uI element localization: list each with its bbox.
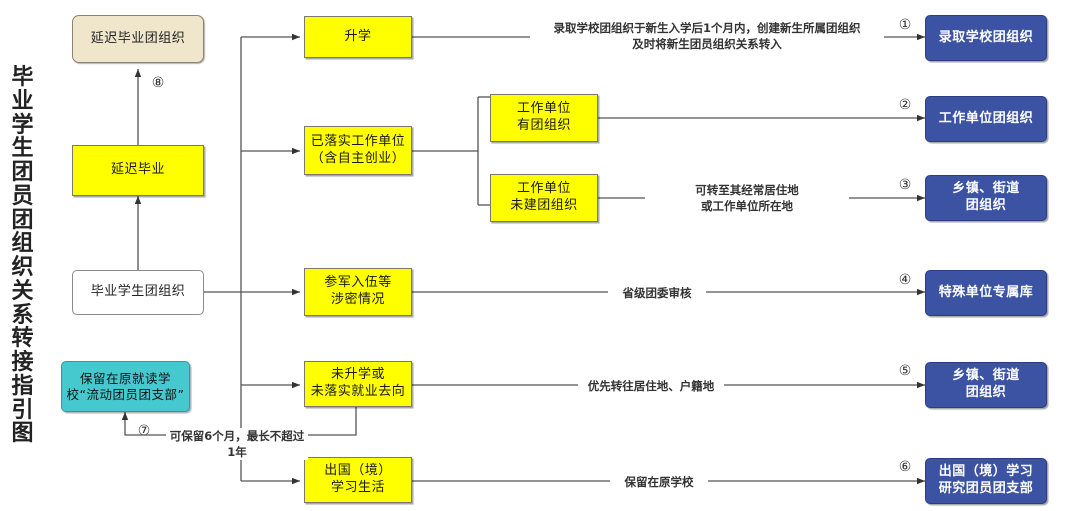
marker-8: ⑧ <box>151 75 165 91</box>
node-military-secret[interactable]: 参军入伍等 涉密情况 <box>304 268 412 316</box>
node-target-township-org-3[interactable]: 乡镇、街道 团组织 <box>925 175 1047 221</box>
node-retained-branch[interactable]: 保留在原就读学 校“流动团员团支部” <box>61 361 190 412</box>
node-delayed-grad[interactable]: 延迟毕业 <box>72 145 204 196</box>
edge-label-5: 优先转往居住地、户籍地 <box>578 378 724 395</box>
node-target-special-unit[interactable]: 特殊单位专属库 <box>925 270 1047 316</box>
marker-2: ② <box>898 97 912 113</box>
node-abroad[interactable]: 出国（境） 学习生活 <box>304 457 412 503</box>
node-employer-has-org[interactable]: 工作单位 有团组织 <box>490 94 598 142</box>
edge-label-4: 省级团委审核 <box>608 285 706 302</box>
node-employer-no-org[interactable]: 工作单位 未建团组织 <box>490 174 598 222</box>
edge-label-6: 保留在原学校 <box>610 474 708 491</box>
edge-label-3: 可转至其经常居住地 或工作单位所在地 <box>645 182 849 215</box>
page-title: 毕业学生团员团组织关系转接指引图 <box>11 65 35 447</box>
node-further-study[interactable]: 升学 <box>304 16 412 58</box>
node-employed[interactable]: 已落实工作单位 （含自主创业） <box>304 126 412 175</box>
node-target-employer-org[interactable]: 工作单位团组织 <box>925 96 1047 142</box>
node-target-township-org-5[interactable]: 乡镇、街道 团组织 <box>925 362 1047 408</box>
node-no-study-no-job[interactable]: 未升学或 未落实就业去向 <box>304 361 412 407</box>
edge-label-7: 可保留6个月，最长不超过1年 <box>166 428 308 461</box>
marker-5: ⑤ <box>898 363 912 379</box>
edge-label-1: 录取学校团组织于新生入学后1个月内，创建新生所属团组织 及时将新生团员组织关系转… <box>530 20 884 53</box>
node-delayed-grad-org[interactable]: 延迟毕业团组织 <box>72 15 204 63</box>
marker-4: ④ <box>898 272 912 288</box>
marker-7: ⑦ <box>137 423 151 439</box>
node-target-school-org[interactable]: 录取学校团组织 <box>925 15 1047 61</box>
marker-1: ① <box>898 17 912 33</box>
node-target-abroad-branch[interactable]: 出国（境）学习 研究团员团支部 <box>925 458 1047 504</box>
marker-3: ③ <box>898 177 912 193</box>
node-grad-student-org[interactable]: 毕业学生团组织 <box>72 270 204 315</box>
marker-6: ⑥ <box>898 459 912 475</box>
